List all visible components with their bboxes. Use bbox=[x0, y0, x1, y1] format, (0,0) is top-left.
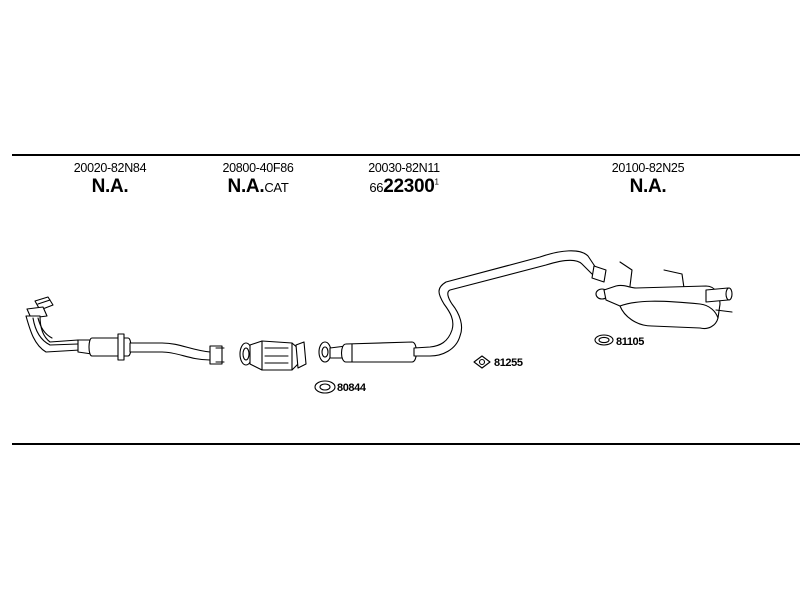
front-pipe-part-number: 20020-82N84 bbox=[73, 161, 147, 175]
front-pipe-downpipe-c bbox=[37, 317, 53, 339]
bottom-divider bbox=[12, 443, 800, 445]
front-pipe-hanger bbox=[117, 333, 125, 361]
catalyst-seams bbox=[261, 340, 293, 371]
catalyst-part-number: 20800-40F86 bbox=[222, 161, 294, 175]
front-pipe-header: 20020-82N84 N.A. bbox=[73, 161, 147, 198]
middle-pipe-outlet-clamp bbox=[591, 265, 607, 283]
middle-pipe-inlet-bore bbox=[321, 346, 329, 358]
rear-muffler-status-text: N.A. bbox=[629, 176, 667, 197]
gasket-mid-label: 81255 bbox=[494, 357, 523, 369]
middle-pipe-tube bbox=[413, 250, 605, 357]
middle-pipe-oem-main: 22300 bbox=[383, 176, 435, 197]
rear-muffler-drawing bbox=[595, 261, 733, 330]
front-pipe-outlet-bolts bbox=[215, 347, 225, 363]
front-pipe-upper-bend bbox=[26, 306, 48, 319]
gasket-cat-icon bbox=[314, 380, 336, 394]
rear-muffler-tailpipe-tip bbox=[725, 287, 733, 301]
middle-pipe-oem-superscript: 1 bbox=[434, 177, 439, 187]
front-pipe-status-text: N.A. bbox=[91, 176, 129, 197]
rear-muffler-hanger-left bbox=[619, 261, 633, 287]
catalyst-heatshield-lines bbox=[264, 347, 289, 364]
catalyst-header: 20800-40F86 N.A.CAT bbox=[222, 161, 293, 198]
front-pipe-outlet-flange bbox=[209, 345, 223, 365]
top-divider bbox=[12, 154, 800, 156]
front-pipe-status: N.A. bbox=[74, 176, 146, 198]
gaskets bbox=[314, 334, 614, 394]
middle-pipe-muffler bbox=[340, 341, 418, 363]
catalyst-drawing bbox=[239, 340, 307, 371]
gasket-mid-icon bbox=[473, 355, 491, 369]
rear-muffler-bracket bbox=[715, 309, 733, 313]
gasket-rear-label: 81105 bbox=[616, 336, 644, 348]
gasket-cat-label: 80844 bbox=[337, 382, 366, 394]
catalyst-inlet-bore bbox=[242, 347, 250, 361]
rear-muffler-body bbox=[603, 284, 721, 330]
rear-muffler-body-seam bbox=[619, 300, 719, 319]
gasket-rear-icon bbox=[594, 334, 614, 346]
rear-muffler-status: N.A. bbox=[612, 176, 684, 198]
catalyst-status-text: N.A. bbox=[227, 176, 265, 197]
middle-pipe-part-number: 20030-82N11 bbox=[368, 161, 440, 175]
front-pipe-outlet bbox=[129, 342, 221, 361]
middle-pipe-header: 20030-82N11 66223001 bbox=[368, 161, 440, 198]
rear-muffler-header: 20100-82N25 N.A. bbox=[611, 161, 685, 198]
rear-muffler-part-number: 20100-82N25 bbox=[611, 161, 685, 175]
middle-pipe-drawing bbox=[318, 250, 607, 363]
catalyst-status: N.A.CAT bbox=[222, 176, 293, 198]
front-pipe-downpipe-b bbox=[32, 317, 79, 346]
catalyst-outlet-flange bbox=[295, 341, 307, 369]
middle-pipe-oem: 66223001 bbox=[368, 176, 440, 198]
front-pipe-flange-line bbox=[37, 299, 51, 305]
catalyst-suffix: CAT bbox=[264, 180, 289, 195]
front-pipe-resonator bbox=[88, 337, 132, 357]
front-pipe-drawing bbox=[25, 296, 225, 365]
rear-muffler-hanger-right bbox=[663, 269, 685, 289]
middle-pipe-oem-prefix: 66 bbox=[369, 180, 384, 195]
